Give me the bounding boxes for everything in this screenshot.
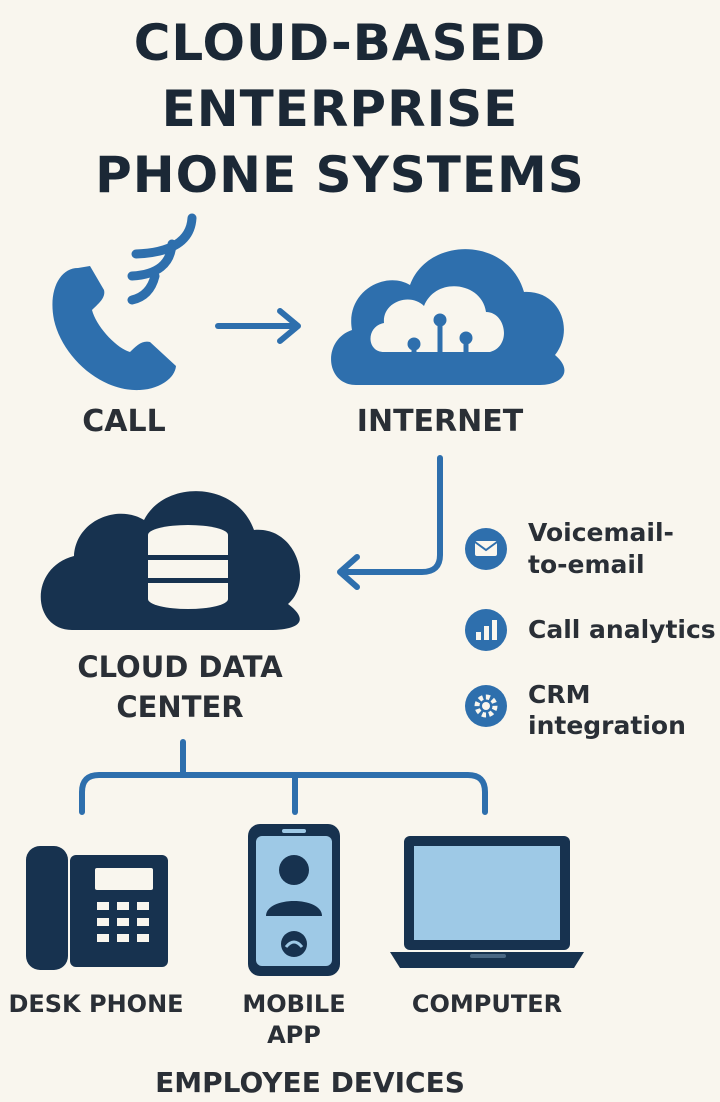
feature-analytics-label: Call analytics — [528, 615, 716, 644]
desk-phone-icon — [26, 846, 168, 970]
device-connector-lines — [79, 739, 488, 815]
feature-crm-line-2: integration — [528, 711, 686, 740]
title-line-1: CLOUD-BASED — [133, 14, 547, 72]
desk-phone-label: DESK PHONE — [8, 990, 184, 1018]
data-center-label-line-1: CLOUD DATA — [77, 650, 283, 684]
mobile-app-label-line-1: MOBILE — [242, 990, 346, 1018]
employee-devices-label: EMPLOYEE DEVICES — [155, 1066, 465, 1099]
feature-voicemail-line-1: Voicemail- — [528, 518, 674, 547]
call-label: CALL — [82, 404, 166, 439]
mobile-app-label-line-2: APP — [267, 1021, 321, 1049]
feature-voicemail-line-2: to-email — [528, 550, 645, 579]
phone-handset-icon — [52, 266, 176, 391]
envelope-icon — [465, 528, 507, 570]
arrow-call-to-internet — [215, 308, 301, 344]
signal-waves-icon — [127, 213, 197, 305]
title-line-2: ENTERPRISE — [161, 80, 519, 138]
page-title: CLOUD-BASED ENTERPRISE PHONE SYSTEMS — [0, 10, 680, 208]
internet-cloud-icon — [331, 249, 565, 385]
mobile-phone-icon — [248, 824, 340, 976]
laptop-icon — [390, 836, 584, 968]
gear-icon — [465, 685, 507, 727]
feature-crm-line-1: CRM — [528, 680, 591, 709]
internet-label: INTERNET — [356, 404, 524, 439]
data-center-label-line-2: CENTER — [116, 690, 244, 724]
bar-chart-icon — [465, 609, 507, 651]
title-line-3: PHONE SYSTEMS — [95, 146, 585, 204]
cloud-database-icon — [40, 491, 301, 630]
arrow-internet-to-datacenter — [337, 455, 443, 590]
computer-label: COMPUTER — [411, 990, 563, 1018]
